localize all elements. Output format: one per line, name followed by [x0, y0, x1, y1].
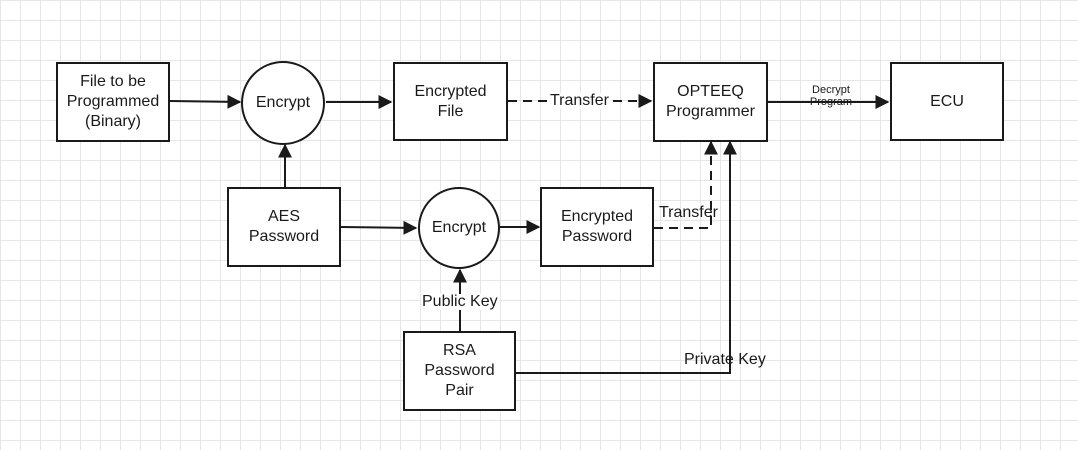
- ecu-node: ECU: [890, 62, 1004, 141]
- transfer-mid-label: Transfer: [659, 204, 718, 221]
- edge-private-key: [516, 140, 737, 374]
- encrypted-file-node: Encrypted File: [393, 62, 508, 141]
- aes-password-node: AES Password: [227, 187, 341, 267]
- edge-aes-to-encrypt-mid: [340, 220, 418, 235]
- opteeq-programmer-node: OPTEEQ Programmer: [653, 62, 768, 142]
- transfer-top-label: Transfer: [548, 92, 611, 109]
- rsa-password-pair-node: RSA Password Pair: [403, 331, 516, 411]
- encrypt-mid-node: Encrypt: [418, 187, 500, 269]
- public-key-label: Public Key: [421, 293, 499, 310]
- encrypted-password-node: Encrypted Password: [540, 187, 654, 267]
- private-key-label: Private Key: [684, 351, 766, 368]
- encrypt-top-node: Encrypt: [241, 61, 325, 145]
- edge-transfer-password: [654, 140, 718, 229]
- edge-file-to-encrypt: [169, 94, 242, 109]
- file-to-be-programmed-node: File to be Programmed (Binary): [56, 62, 170, 142]
- decrypt-program-label: Decrypt Program: [809, 84, 853, 108]
